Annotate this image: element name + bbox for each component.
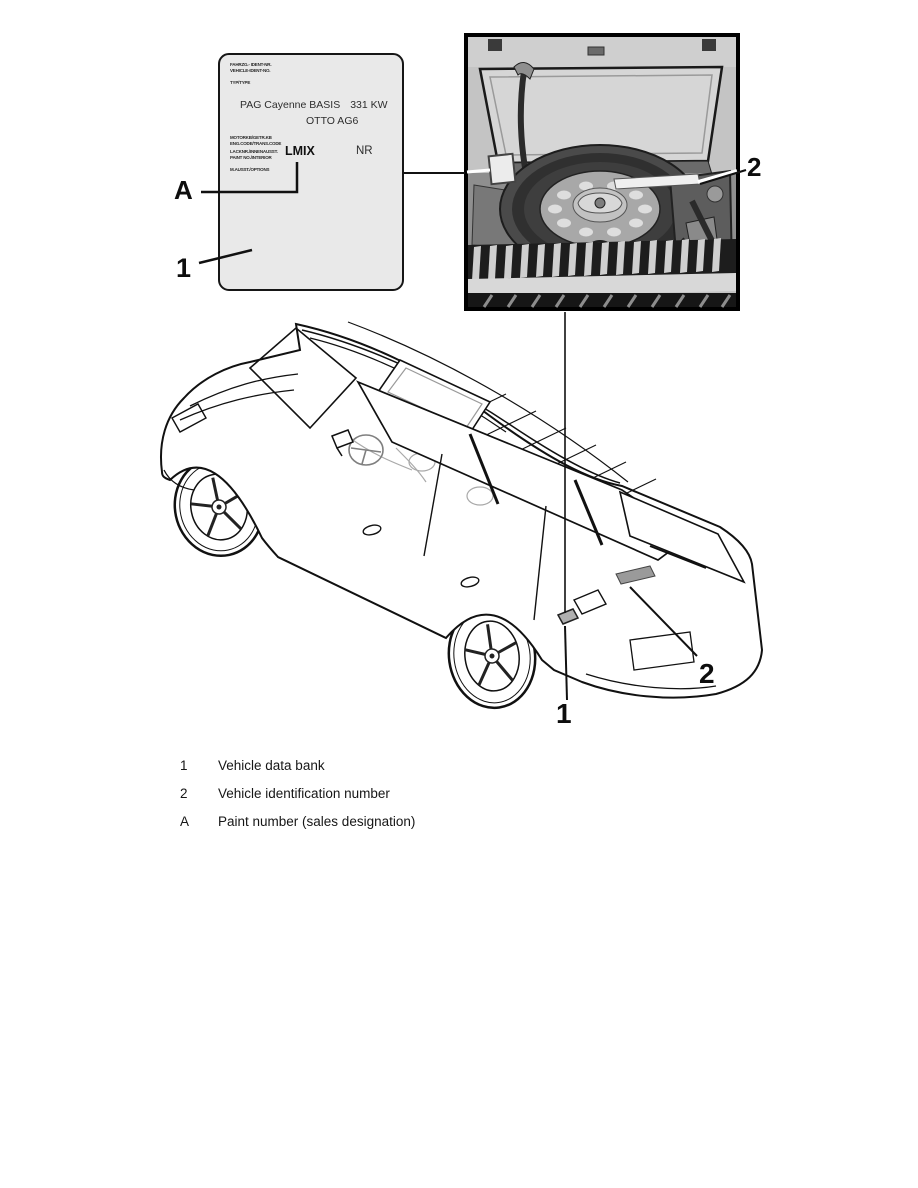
legend-label: Vehicle identification number	[218, 786, 390, 801]
label-power: 331 KW	[350, 99, 388, 111]
taillight	[572, 589, 608, 615]
bottom-hatch	[482, 294, 732, 308]
callout-line-car-1	[564, 625, 568, 701]
callout-vin-photo: 2	[747, 152, 762, 182]
label-field-paint-en: PAINT NO./INTERIOR	[230, 155, 272, 160]
callout-line-paint	[201, 162, 299, 194]
callout-vin-car: 2	[699, 658, 715, 689]
windshield	[248, 326, 358, 430]
legend-key: 1	[180, 758, 188, 773]
label-engine: OTTO AG6	[306, 115, 359, 127]
label-field-engine-de: MOTORKB/GETR.KB	[230, 135, 272, 140]
label-field-vin-en: VEHICLE-IDENT-NO.	[230, 68, 271, 73]
callout-data-bank-car: 1	[556, 698, 572, 729]
rear-bumper-details	[585, 631, 717, 690]
trunk-data-bank-label	[487, 152, 517, 186]
legend-label: Vehicle data bank	[218, 758, 325, 773]
rear-door-handle	[460, 576, 480, 588]
callout-line-car-2	[629, 586, 698, 657]
luggage-compartment-illustration	[464, 33, 740, 311]
callout-line-white-left	[466, 168, 491, 174]
label-paint-code: LMIX	[285, 144, 315, 158]
label-interior-code: NR	[356, 145, 373, 157]
legend-row-paint: A Paint number (sales designation)	[180, 814, 415, 829]
rear-window	[615, 490, 746, 585]
label-field-vin-de: FAHRZG.- IDENT-NR.	[230, 62, 272, 67]
trunk-sill-ribs	[468, 238, 736, 285]
label-field-options: M.AUSST./OPTIONS	[230, 167, 270, 172]
callout-paint-letter: A	[174, 175, 193, 205]
car-body-outline	[160, 322, 764, 699]
rear-window-vin-strip	[615, 565, 656, 585]
vehicle-line-drawing	[160, 321, 764, 710]
callout-line-photo-2	[699, 168, 747, 186]
legend-key: 2	[180, 786, 188, 801]
label-field-paint-de: LACKNR./INNENAUSST.	[230, 149, 278, 154]
front-lower-trim	[163, 469, 195, 491]
hood-lines	[179, 373, 299, 421]
legend-key: A	[180, 814, 190, 829]
callout-data-bank-top: 1	[176, 253, 192, 283]
label-field-type: TYP/TYPE	[230, 80, 251, 85]
headlight	[171, 403, 207, 433]
legend-row-data-bank: 1 Vehicle data bank	[180, 758, 325, 773]
legend-label: Paint number (sales designation)	[218, 814, 416, 829]
car-data-bank-sticker	[556, 608, 580, 625]
callout-line-label-1	[198, 248, 253, 265]
steering-wheel	[348, 434, 384, 466]
label-field-engine-en: ENG.CODE/TRANS.CODE	[230, 141, 282, 146]
door-seams	[284, 453, 547, 639]
side-mirror	[331, 429, 354, 457]
legend-row-vin: 2 Vehicle identification number	[180, 786, 390, 801]
callout-line-white-right	[697, 169, 738, 184]
front-door-handle	[362, 524, 382, 536]
bumper-edge	[468, 273, 736, 297]
label-model: PAG Cayenne BASIS	[240, 99, 341, 111]
